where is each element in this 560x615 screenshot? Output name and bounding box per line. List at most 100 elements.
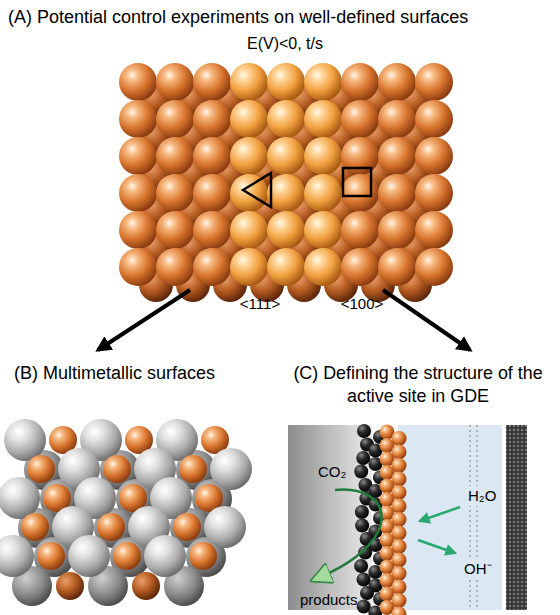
metal-atom — [113, 542, 141, 570]
copper-atom — [415, 174, 453, 212]
panel-arrow — [98, 290, 190, 350]
copper-atom — [193, 63, 231, 101]
copper-atom — [267, 100, 305, 138]
triangle-marker — [243, 173, 271, 207]
carbon-particle — [355, 505, 369, 519]
copper-atom — [267, 248, 305, 286]
metal-atom — [0, 477, 40, 519]
water-arrow — [420, 507, 460, 521]
copper-atom — [378, 137, 416, 175]
metal-atom — [173, 513, 201, 541]
gas-region — [288, 425, 372, 610]
copper-atom — [156, 174, 194, 212]
membrane-line — [476, 425, 478, 610]
panel-arrow — [383, 290, 470, 350]
carbon-particle — [360, 586, 374, 600]
counter-electrode — [506, 425, 527, 610]
copper-atom — [415, 211, 453, 249]
metal-atom — [4, 419, 46, 461]
copper-atom — [119, 137, 157, 175]
membrane-line — [469, 425, 471, 610]
copper-atom — [230, 211, 268, 249]
copper-atom — [119, 63, 157, 101]
hydroxide-arrow — [418, 540, 455, 553]
copper-atom — [304, 137, 342, 175]
carbon-particle — [356, 451, 370, 465]
copper-atom — [119, 100, 157, 138]
copper-atom — [193, 137, 231, 175]
copper-atom — [415, 100, 453, 138]
copper-atom — [341, 100, 379, 138]
copper-atom — [230, 63, 268, 101]
copper-atom — [119, 211, 157, 249]
metal-atom — [132, 572, 160, 600]
copper-atom — [415, 137, 453, 175]
copper-atom — [378, 211, 416, 249]
copper-atom — [341, 174, 379, 212]
copper-atom — [415, 63, 453, 101]
copper-atom — [304, 211, 342, 249]
metal-atom — [0, 535, 34, 577]
copper-atom — [119, 174, 157, 212]
copper-atom — [341, 248, 379, 286]
products-label: products — [300, 590, 358, 610]
copper-atom — [267, 174, 305, 212]
facet-label: <111> — [230, 294, 290, 314]
copper-atom — [378, 63, 416, 101]
metal-atom — [37, 542, 65, 570]
copper-atom — [304, 248, 342, 286]
metal-atom — [103, 455, 131, 483]
panel-heading: (B) Multimetallic surfaces — [14, 362, 215, 385]
copper-atom — [415, 248, 453, 286]
panel-heading: (A) Potential control experiments on wel… — [8, 6, 468, 29]
copper-atom — [230, 100, 268, 138]
copper-atom — [119, 248, 157, 286]
copper-atom — [378, 100, 416, 138]
electrolyte-region — [398, 425, 502, 610]
copper-lattice — [119, 63, 453, 302]
facet-label: <100> — [332, 294, 392, 314]
gde-cell — [288, 424, 527, 615]
carbon-particle — [354, 465, 368, 479]
metal-atom — [27, 455, 55, 483]
metal-atom — [204, 506, 246, 548]
copper-atom — [230, 248, 268, 286]
copper-atom — [193, 211, 231, 249]
copper-atom — [304, 100, 342, 138]
metal-atom — [68, 535, 110, 577]
metal-atom — [179, 455, 207, 483]
metal-atom — [97, 513, 125, 541]
copper-atom — [267, 211, 305, 249]
multimetallic-slab — [0, 419, 252, 606]
copper-atom — [341, 63, 379, 101]
copper-atom — [156, 137, 194, 175]
copper-atom — [378, 174, 416, 212]
carbon-particle — [357, 573, 371, 587]
copper-atom — [156, 248, 194, 286]
metal-atom — [210, 448, 252, 490]
copper-atom — [230, 137, 268, 175]
catalyst-particle — [392, 607, 407, 615]
carbon-particle — [354, 559, 368, 573]
metal-atom — [56, 572, 84, 600]
copper-atom — [267, 63, 305, 101]
copper-atom — [267, 137, 305, 175]
metal-atom — [144, 535, 186, 577]
copper-atom — [193, 174, 231, 212]
carbon-particle — [355, 519, 369, 533]
metal-atom — [21, 513, 49, 541]
square-marker — [343, 168, 371, 196]
potential-label: E(V)<0, t/s — [185, 34, 385, 55]
co2-flow-arrow — [318, 490, 382, 578]
copper-atom — [378, 248, 416, 286]
copper-atom — [156, 100, 194, 138]
copper-atom — [156, 211, 194, 249]
carbon-particle — [357, 424, 371, 438]
species-label: CO₂ — [318, 462, 346, 482]
copper-atom — [193, 100, 231, 138]
copper-atom — [341, 137, 379, 175]
copper-atom — [304, 174, 342, 212]
panel-heading: (C) Defining the structure of the active… — [282, 362, 554, 408]
